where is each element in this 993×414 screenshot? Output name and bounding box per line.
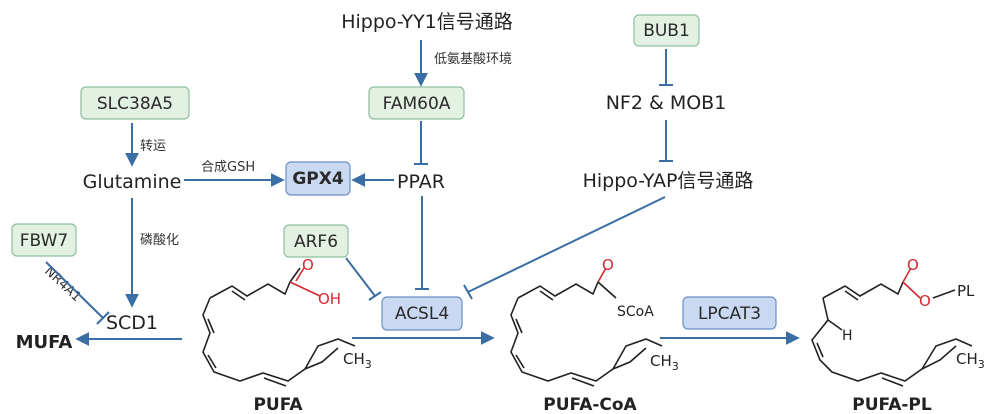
pufa-pl-hydrogen: H	[842, 328, 853, 344]
edge-label-low-amino-acid: 低氨基酸环境	[434, 52, 512, 67]
pufa-double-bond-2	[207, 318, 215, 334]
pufa-pl-bis-allylic-h	[827, 319, 843, 331]
edge-label-gsh-synthesis: 合成GSH	[201, 160, 255, 175]
pufa-coa-label: PUFA-CoA	[543, 395, 637, 414]
pufa-pl-tail	[921, 338, 973, 370]
pufa-coa-tail	[612, 338, 663, 370]
pufa-pl-ester-bond	[902, 281, 921, 299]
pufa-hydroxyl-bond	[289, 281, 321, 297]
acsl4-box: ACSL4	[381, 296, 463, 331]
pufa-coa-thioester-bond	[597, 281, 617, 299]
nf2-mob1-label: NF2 & MOB1	[606, 92, 727, 114]
pufa-chain-body	[202, 297, 339, 382]
pufa-hydroxyl: OH	[318, 290, 341, 308]
bub1-box: BUB1	[633, 14, 700, 47]
bub1-label: BUB1	[643, 21, 690, 41]
edge-fbw7-inhibits-scd1-bar	[96, 311, 110, 325]
edge-label-transport: 转运	[140, 139, 166, 154]
fbw7-label: FBW7	[20, 231, 68, 251]
slc38a5-box: SLC38A5	[80, 86, 190, 120]
pufa-pl-double-bond-1	[844, 290, 859, 301]
hippo-yy1-pathway-label: Hippo-YY1信号通路	[341, 11, 513, 33]
scd1-label: SCD1	[106, 312, 158, 334]
pufa-pl-chain-body	[811, 297, 957, 382]
pufa-double-bond-3	[207, 354, 217, 369]
edge-label-phosphorylation: 磷酸化	[140, 233, 179, 248]
pufa-pl-label: PUFA-PL	[852, 395, 932, 414]
hippo-yap-pathway-label: Hippo-YAP信号通路	[583, 170, 754, 192]
pufa-coa-chain-top	[517, 281, 599, 299]
pufa-carbonyl-stem	[289, 267, 301, 283]
pufa-pl-oxygen-ester: O	[919, 292, 931, 310]
edge-fbw7-inhibits-scd1	[45, 261, 104, 319]
pufa-coa-chain-body	[510, 297, 647, 382]
fam60a-box: FAM60A	[368, 86, 465, 120]
gpx4-label: GPX4	[292, 169, 344, 189]
pufa-coa-double-bond-3	[515, 354, 525, 369]
lpcat3-box: LPCAT3	[682, 296, 777, 330]
pufa-tail	[304, 338, 356, 370]
pufa-pl-double-bond-2	[816, 342, 824, 358]
pufa-chain-top	[209, 281, 291, 299]
pufa-pl-pl-bond	[932, 289, 956, 299]
pufa-pl-carbonyl-bond	[902, 267, 912, 283]
arf6-box: ARF6	[283, 224, 349, 258]
gpx4-box: GPX4	[285, 161, 351, 196]
arf6-label: ARF6	[294, 232, 338, 252]
pufa-pl-phospholipid: PL	[957, 282, 975, 300]
pufa-pl-oxygen-carbonyl: O	[907, 256, 919, 274]
ppar-label: PPAR	[397, 171, 445, 193]
pufa-pl-double-bond-3	[881, 377, 904, 387]
edge-arf6-inhibits-acsl4-bar	[368, 291, 382, 301]
pufa-pl-methyl: CH3	[956, 350, 985, 371]
pufa-coa-oxygen: O	[602, 256, 614, 274]
pufa-double-bond-4	[263, 377, 287, 387]
pufa-oxygen: O	[302, 256, 314, 274]
pufa-coa-scoa: SCoA	[617, 304, 654, 320]
fbw7-box: FBW7	[11, 223, 77, 257]
fam60a-label: FAM60A	[383, 94, 451, 114]
pufa-coa-double-bond-2	[515, 318, 523, 334]
acsl4-label: ACSL4	[395, 304, 449, 324]
pathway-edges	[45, 40, 800, 346]
pufa-label: PUFA	[253, 395, 303, 414]
edge-arf6-inhibits-acsl4	[345, 257, 376, 297]
pufa-structure	[202, 267, 356, 387]
pufa-carbonyl-bond	[295, 267, 305, 282]
mufa-label: MUFA	[16, 332, 73, 353]
pufa-coa-double-bond-4	[571, 377, 595, 387]
pufa-methyl: CH3	[343, 350, 372, 371]
lpcat3-label: LPCAT3	[698, 304, 761, 324]
pufa-coa-structure	[510, 267, 663, 387]
edge-label-nr4a1: NR4A1	[41, 264, 84, 305]
pufa-pl-chain-top	[822, 281, 904, 299]
slc38a5-label: SLC38A5	[97, 94, 173, 114]
pufa-double-bond-1	[231, 290, 246, 301]
pufa-coa-double-bond-1	[539, 290, 554, 301]
edge-hippo-yap-inhibits-acsl4-bar	[463, 284, 473, 300]
pufa-coa-carbonyl-bond	[597, 267, 607, 283]
glutamine-label: Glutamine	[83, 171, 182, 193]
pufa-coa-methyl: CH3	[650, 352, 679, 373]
pufa-pl-structure	[811, 267, 973, 387]
edge-hippo-yap-inhibits-acsl4	[467, 196, 666, 293]
